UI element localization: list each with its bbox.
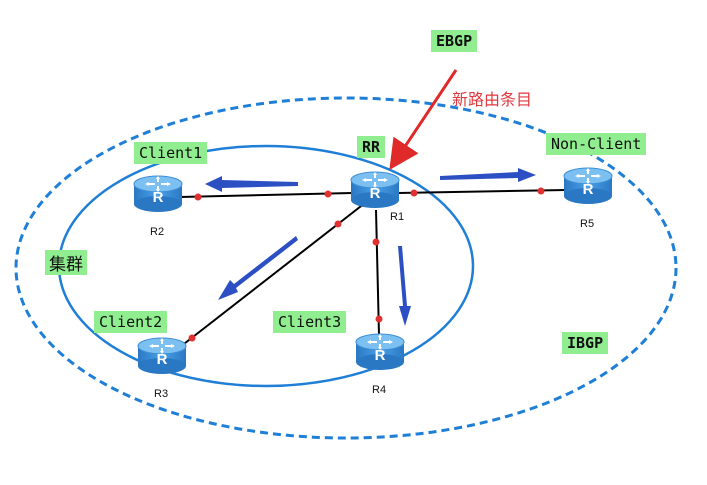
link-r1-r4 [375,209,380,336]
client2-label: Client2 [94,311,168,333]
non-client-label: Non-Client [546,133,647,155]
arrow-to-r2 [205,176,298,192]
ibgp-label: IBGP [562,332,609,354]
arrow-to-r4 [398,246,411,326]
router-r1-icon[interactable] [350,171,400,209]
arrow-to-r3 [218,236,298,300]
router-r1-label: R1 [390,211,405,223]
cluster-label: 集群 [45,250,87,275]
client1-label: Client1 [134,142,208,164]
router-r4-icon[interactable] [355,333,405,371]
router-r3-icon[interactable] [137,337,187,375]
new-route-note: 新路由条目 [452,90,533,109]
link-dots [188,187,545,342]
router-r2-label: R2 [150,226,165,238]
ibgp-boundary [14,96,678,440]
ebgp-arrow [389,69,458,170]
router-r4-label: R4 [372,384,387,396]
arrow-to-r5 [440,168,536,182]
router-r2-icon[interactable] [133,175,183,213]
rr-label: RR [357,136,386,158]
router-r3-label: R3 [154,388,169,400]
router-r5-label: R5 [580,218,595,230]
router-r5-icon[interactable] [563,167,613,205]
ebgp-label: EBGP [431,30,478,52]
route-advertisement-arrows [205,168,536,326]
link-r1-r2 [179,192,353,198]
client3-label: Client3 [273,311,347,333]
link-r1-r3 [179,202,366,348]
